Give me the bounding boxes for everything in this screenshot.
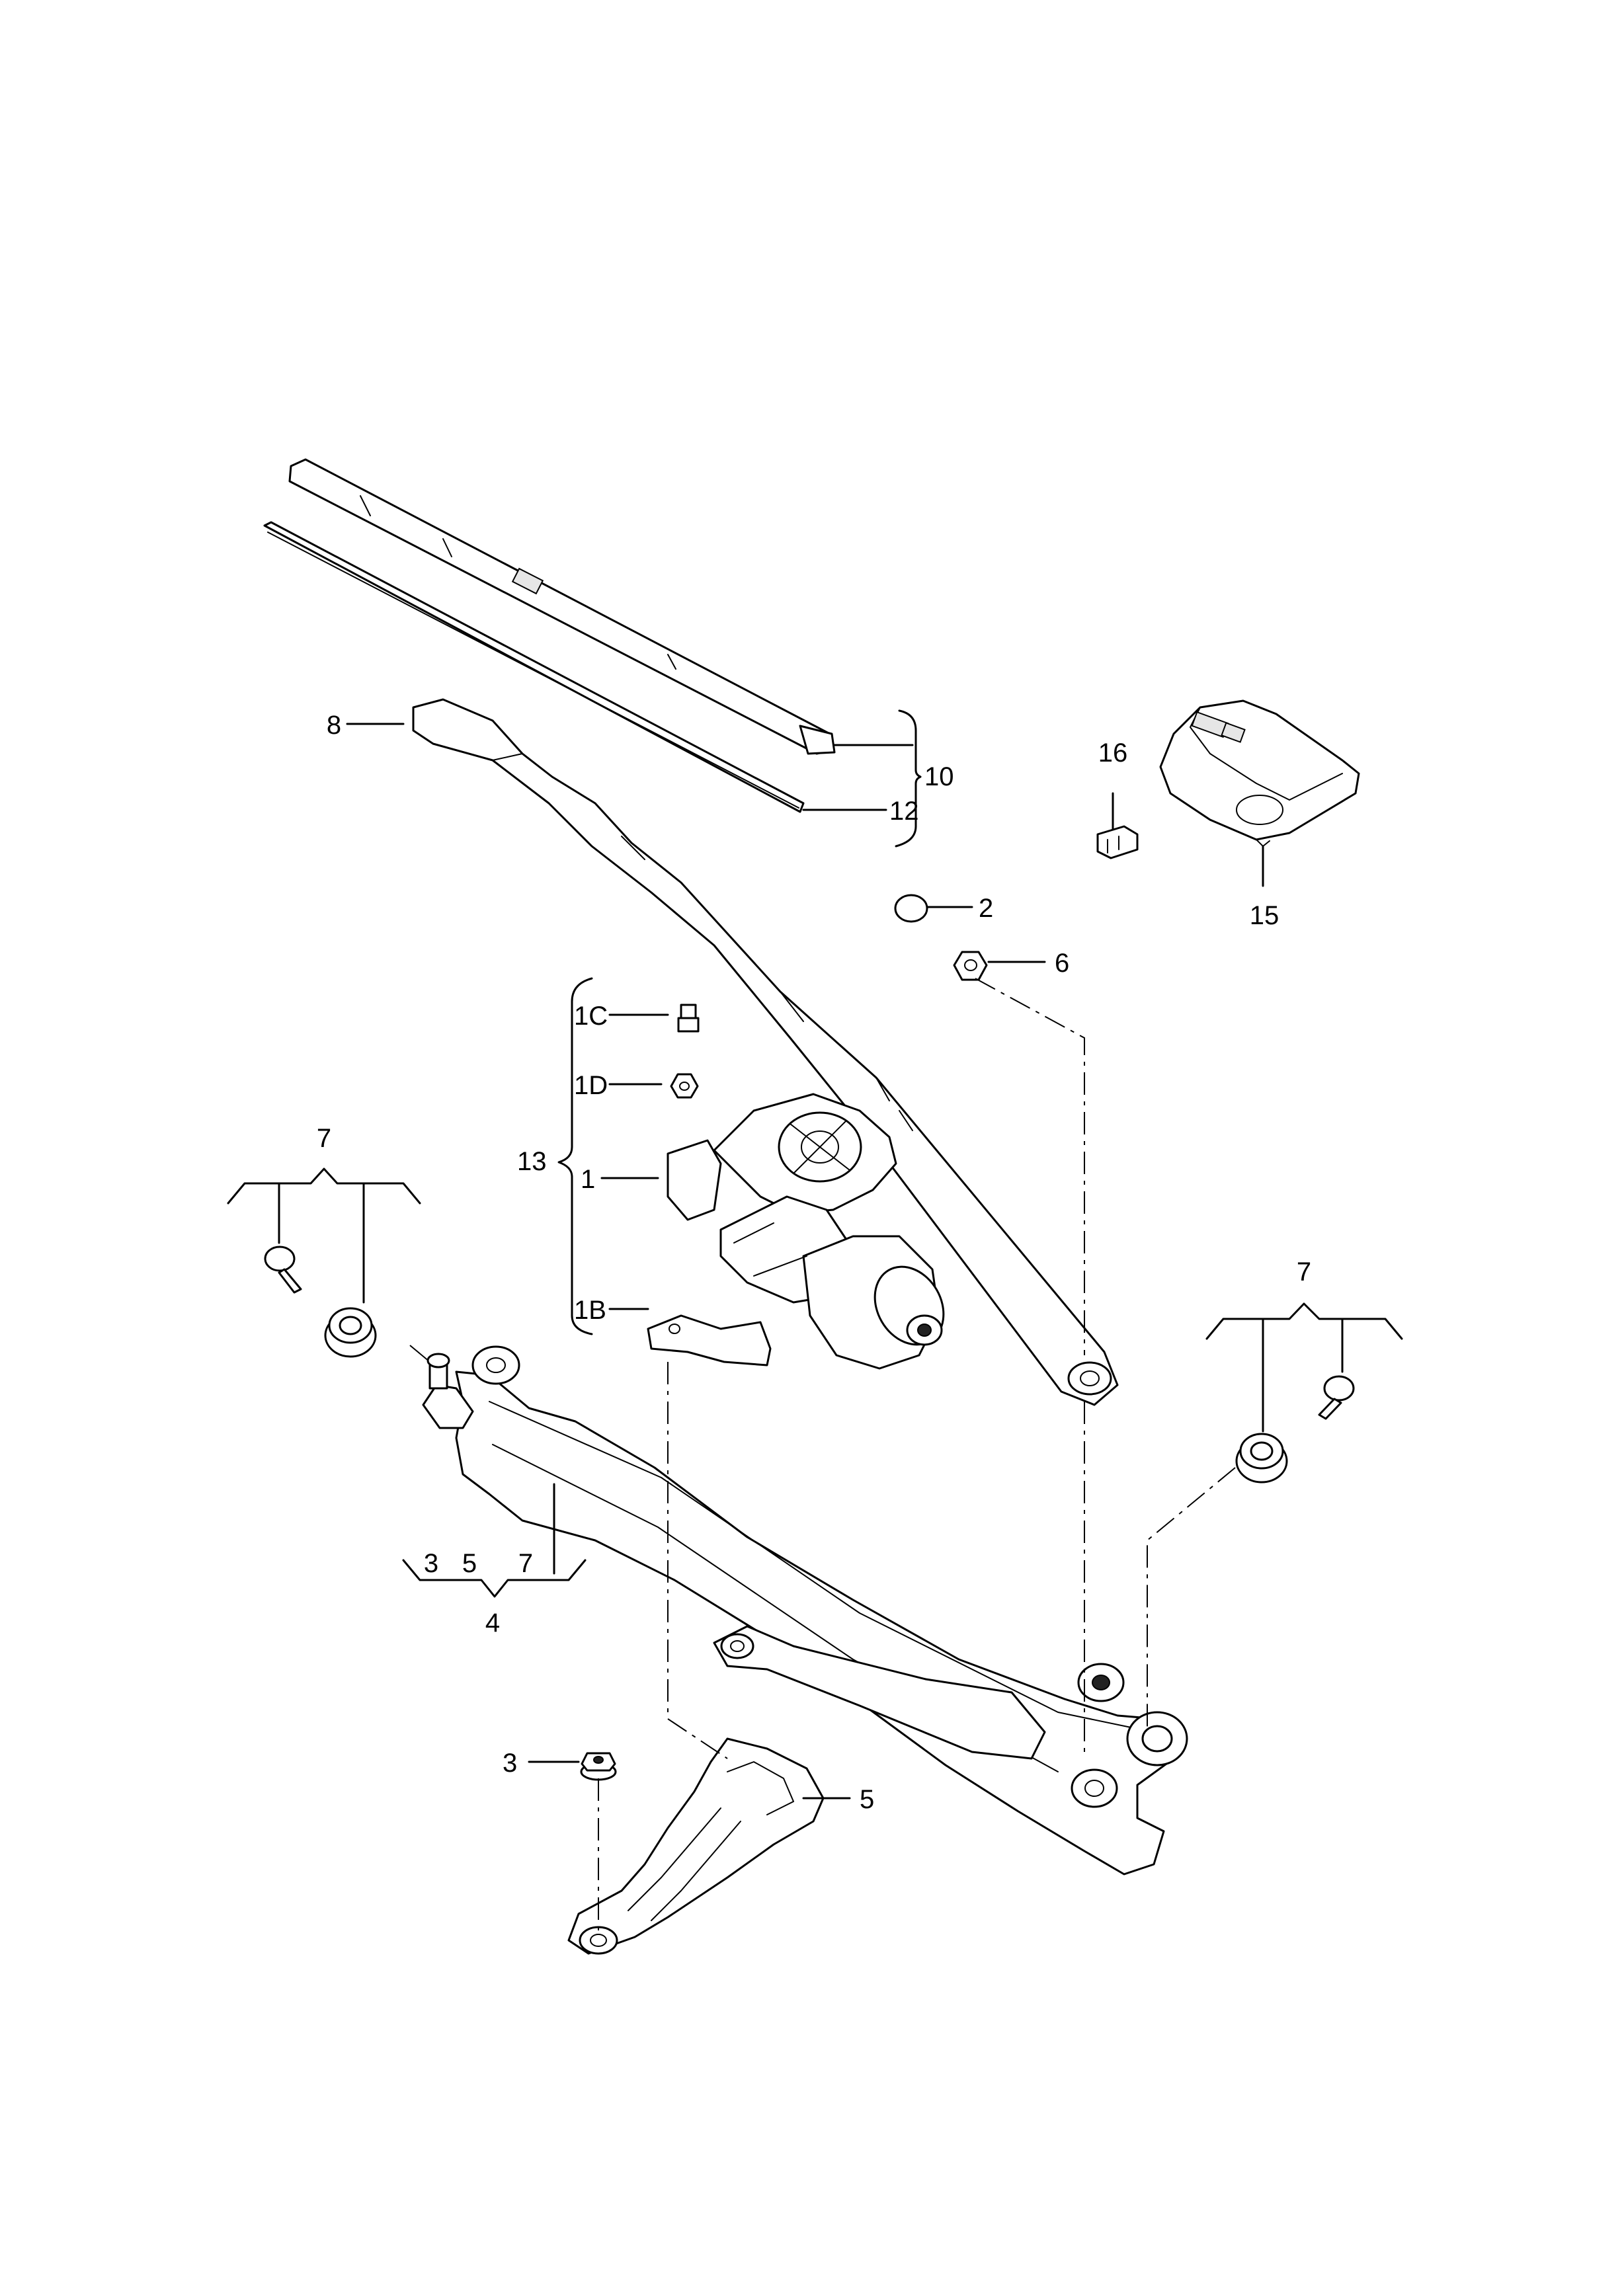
wiper-arm[interactable] (412, 698, 1119, 1406)
callout-4: 4 (485, 1608, 500, 1638)
callout-2: 2 (979, 894, 993, 923)
group4-label-7: 7 (518, 1549, 533, 1578)
callout-15: 15 (1250, 901, 1279, 930)
bracket-7-right (1205, 1302, 1403, 1433)
callout-1B: 1B (574, 1296, 606, 1325)
nut[interactable] (953, 951, 988, 981)
callout-6: 6 (1055, 949, 1069, 978)
motor-bracket[interactable] (647, 1314, 772, 1366)
bracket-10-12 (895, 709, 922, 848)
mounting-plate[interactable] (567, 1737, 825, 1955)
screw[interactable] (677, 1004, 700, 1033)
group4-label-5: 5 (462, 1549, 477, 1578)
crank-arm[interactable] (713, 1625, 1046, 1760)
callout-10: 10 (924, 762, 954, 791)
left-rubber-grommet[interactable] (324, 1307, 377, 1358)
callout-5: 5 (860, 1785, 874, 1814)
rain-sensor[interactable] (1159, 699, 1360, 847)
wiper-motor[interactable] (667, 1093, 957, 1370)
callout-7-left: 7 (317, 1124, 331, 1153)
group4-label-3: 3 (424, 1549, 438, 1578)
pivot-housing-right[interactable] (1071, 1663, 1188, 1808)
left-clip[interactable] (264, 1246, 302, 1294)
callout-13: 13 (517, 1147, 547, 1176)
connector[interactable] (1096, 825, 1139, 859)
small-nut[interactable] (670, 1073, 699, 1099)
bracket-7-left (227, 1168, 421, 1304)
callout-1: 1 (581, 1165, 595, 1194)
cap[interactable] (894, 894, 928, 923)
bracket-13 (557, 977, 593, 1335)
callout-3: 3 (503, 1749, 517, 1778)
right-rubber-grommet[interactable] (1235, 1433, 1288, 1484)
callout-12: 12 (889, 797, 919, 826)
right-clip[interactable] (1318, 1375, 1355, 1420)
wiper-blade[interactable] (288, 458, 836, 755)
flange-nut[interactable] (580, 1752, 617, 1781)
wiper-rubber-refill[interactable] (263, 521, 805, 813)
callout-16: 16 (1098, 738, 1128, 768)
callout-8: 8 (327, 711, 341, 740)
bracket-4 (402, 1559, 587, 1598)
leader-lines (346, 723, 1264, 1800)
callout-1D: 1D (574, 1071, 608, 1100)
callout-7-right: 7 (1297, 1257, 1311, 1287)
assembly-lines (409, 978, 1236, 1930)
callout-1C: 1C (574, 1002, 608, 1031)
